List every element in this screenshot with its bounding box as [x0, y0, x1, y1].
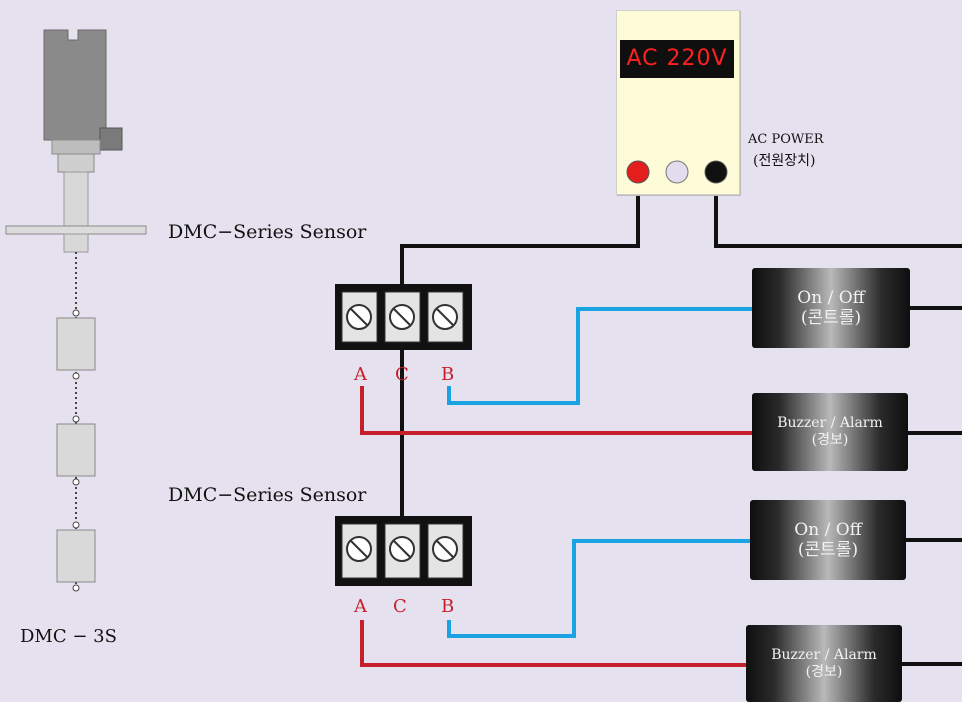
float-3 — [56, 529, 96, 583]
terminal-screw-c — [389, 304, 415, 330]
power-terminals — [626, 160, 728, 184]
module-title: Buzzer / Alarm — [777, 415, 883, 432]
wires — [360, 192, 962, 667]
on-off-control-module-2: On / Off (콘트롤) — [750, 500, 906, 580]
wire-power-live — [400, 192, 640, 284]
sensor-stem — [63, 171, 89, 227]
wire-sensor2-a — [360, 620, 746, 667]
terminal-screw-a — [346, 304, 372, 330]
white-terminal-icon — [665, 160, 689, 184]
dmc-3s-sensor-illustration — [5, 29, 147, 592]
terminal-2-label-b: B — [441, 596, 455, 617]
module-subtitle: (콘트롤) — [800, 308, 862, 328]
module-title: On / Off — [794, 519, 862, 540]
terminal-2-label-a: A — [354, 596, 367, 617]
terminal-1-label-b: B — [441, 364, 455, 385]
buzzer-alarm-module-2: Buzzer / Alarm (경보) — [746, 625, 902, 702]
sensor-product-label: DMC − 3S — [20, 626, 117, 647]
power-label-korean: (전원장치) — [753, 153, 816, 169]
terminal-2-label-c: C — [393, 596, 407, 617]
wire-sensor1-a — [360, 386, 752, 435]
module-title: Buzzer / Alarm — [771, 646, 877, 663]
black-terminal-icon — [704, 160, 728, 184]
terminal-screw-b — [432, 304, 458, 330]
terminal-1-label-a: A — [354, 364, 367, 385]
wire-power-neutral — [714, 192, 962, 248]
float-1 — [56, 317, 96, 371]
buzzer-alarm-module-1: Buzzer / Alarm (경보) — [752, 393, 908, 471]
terminal-screw-a — [346, 536, 372, 562]
terminal-block-2-label: DMC−Series Sensor — [168, 484, 367, 506]
terminal-1-label-c: C — [395, 364, 409, 385]
red-terminal-icon — [626, 160, 650, 184]
module-title: On / Off — [797, 287, 865, 308]
float-2 — [56, 423, 96, 477]
sensor-head — [43, 29, 107, 141]
terminal-screw-c — [389, 536, 415, 562]
terminal-screw-b — [432, 536, 458, 562]
terminal-block-1 — [335, 284, 472, 350]
sensor-connector — [99, 127, 123, 151]
terminal-block-2 — [335, 516, 472, 586]
mounting-flange — [5, 225, 147, 235]
power-label: AC POWER — [748, 132, 824, 147]
wire-sensor2-b — [447, 539, 750, 638]
terminal-block-1-label: DMC−Series Sensor — [168, 221, 367, 243]
on-off-control-module-1: On / Off (콘트롤) — [752, 268, 910, 348]
wire-sensor1-b — [447, 307, 752, 405]
module-subtitle: (경보) — [811, 432, 849, 448]
module-subtitle: (콘트롤) — [797, 540, 859, 560]
module-subtitle: (경보) — [805, 663, 843, 680]
voltage-display: AC 220V — [620, 40, 734, 78]
